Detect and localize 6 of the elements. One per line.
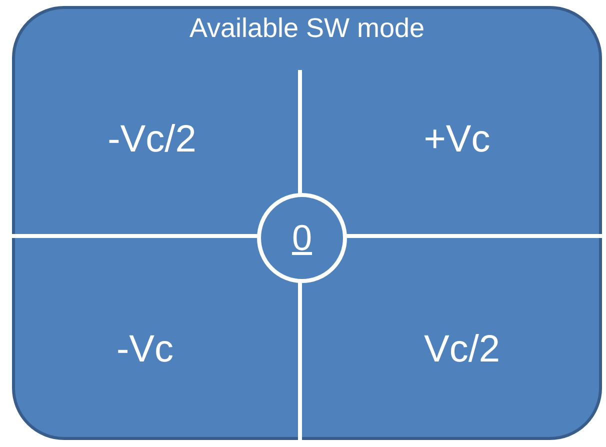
- voltage-label: -Vc: [116, 328, 174, 372]
- voltage-label: Vc/2: [424, 328, 500, 372]
- panel-title: Available SW mode: [188, 13, 426, 44]
- mode-circle: 0: [257, 193, 347, 283]
- voltage-label: +Vc: [424, 118, 490, 162]
- voltage-label: -Vc/2: [108, 118, 196, 162]
